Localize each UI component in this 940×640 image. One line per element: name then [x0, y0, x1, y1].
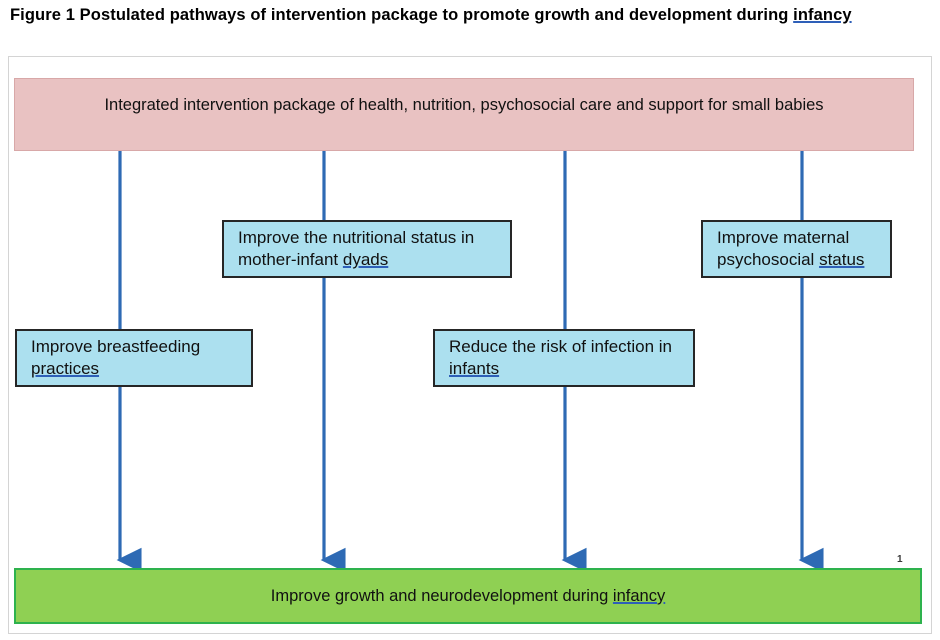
node-reduce-infection-risk: Reduce the risk of infection in infants: [433, 329, 695, 387]
node-breastfeeding-text: Improve breastfeeding: [31, 336, 201, 356]
node-outcome-label: Improve growth and neurodevelopment duri…: [16, 587, 920, 606]
node-psychosocial-text: Improve maternal psychosocial: [717, 227, 850, 269]
node-outcome-link[interactable]: infancy: [612, 586, 666, 605]
figure-diagram: Integrated intervention package of healt…: [8, 56, 932, 634]
node-breastfeeding-link[interactable]: practices: [31, 359, 100, 378]
node-improve-maternal-psychosocial-status: Improve maternal psychosocial status: [701, 220, 892, 278]
node-infection-label: Reduce the risk of infection in infants: [449, 336, 681, 380]
node-infection-text: Reduce the risk of infection in: [449, 336, 673, 356]
outcome-footnote-marker: 1: [897, 554, 903, 565]
connector-arrows-layer: [116, 151, 824, 573]
node-psychosocial-label: Improve maternal psychosocial status: [717, 227, 878, 271]
node-nutrition-link[interactable]: dyads: [342, 250, 389, 269]
node-outcome-text: Improve growth and neurodevelopment duri…: [270, 586, 613, 605]
node-nutrition-label: Improve the nutritional status in mother…: [238, 227, 498, 271]
node-nutrition-text: Improve the nutritional status in mother…: [238, 227, 475, 269]
node-improve-growth-outcome: Improve growth and neurodevelopment duri…: [14, 568, 922, 624]
node-psychosocial-link[interactable]: status: [819, 250, 865, 269]
figure-caption-link[interactable]: infancy: [793, 6, 852, 24]
figure-caption: Figure 1 Postulated pathways of interven…: [10, 4, 930, 27]
node-intervention-package-label: Integrated intervention package of healt…: [104, 96, 824, 114]
figure-caption-lead: Figure 1 Postulated pathways of interven…: [10, 6, 794, 24]
node-improve-breastfeeding-practices: Improve breastfeeding practices: [15, 329, 253, 387]
node-infection-link[interactable]: infants: [449, 359, 500, 378]
node-intervention-package: Integrated intervention package of healt…: [14, 78, 914, 151]
node-improve-nutritional-status: Improve the nutritional status in mother…: [222, 220, 512, 278]
node-breastfeeding-label: Improve breastfeeding practices: [31, 336, 239, 380]
